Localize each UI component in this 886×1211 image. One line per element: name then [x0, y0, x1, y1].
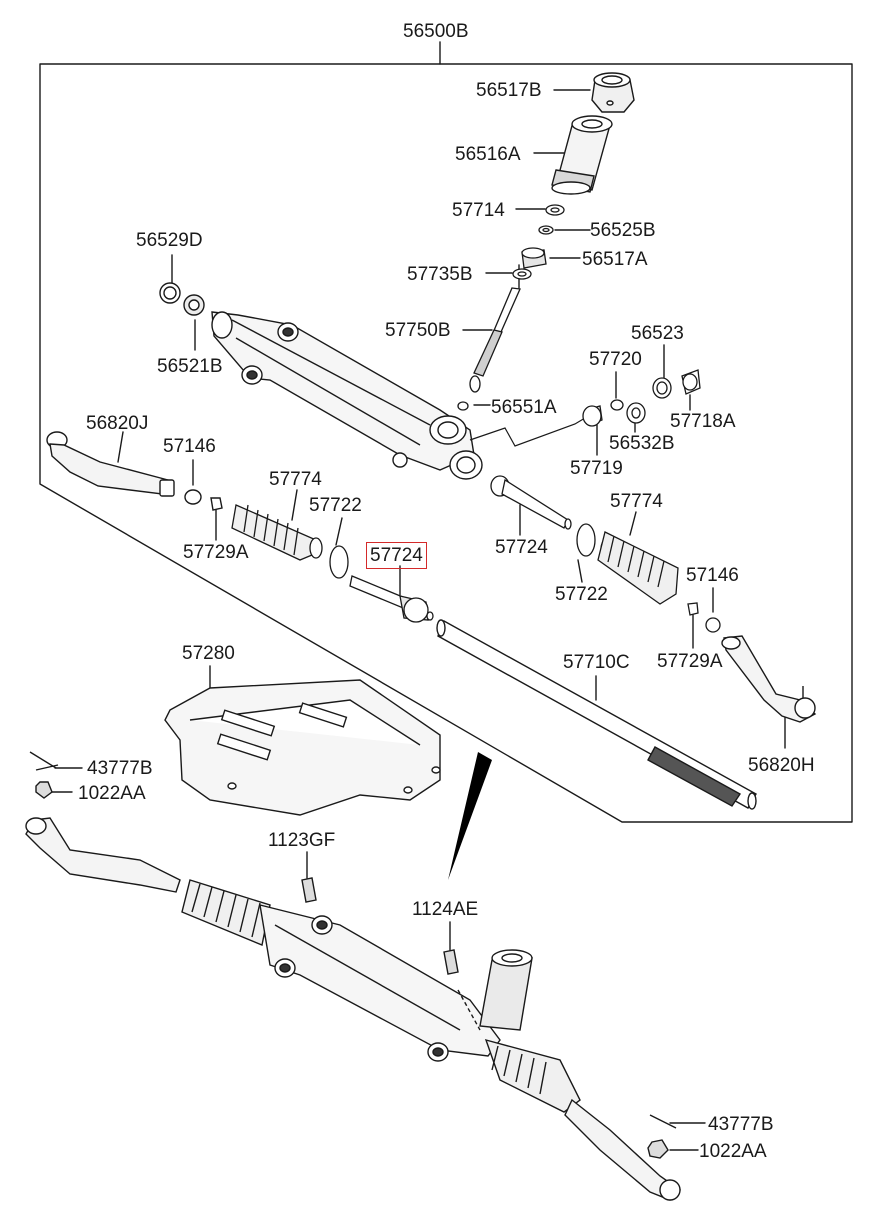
label-clip-right[interactable]: 57729A [657, 651, 723, 672]
right-fasteners-drawing [687, 602, 721, 633]
label-castle-nut-left[interactable]: 1022AA [78, 783, 146, 804]
label-washer-57735b[interactable]: 57735B [407, 264, 473, 285]
label-support-57719[interactable]: 57719 [570, 458, 623, 479]
view-marker [448, 752, 492, 880]
heat-shield-drawing [164, 679, 441, 816]
label-pin-right[interactable]: 43777B [708, 1114, 774, 1135]
rack-bar-drawing [436, 619, 757, 810]
label-ring-56529d[interactable]: 56529D [136, 230, 203, 251]
boot-left-drawing [231, 504, 349, 579]
rack-housing-upper-drawing [159, 282, 483, 480]
label-bolt-1124ae[interactable]: 1124AE [412, 899, 479, 920]
label-boot-right[interactable]: 57774 [610, 491, 663, 512]
label-band-right[interactable]: 57722 [555, 584, 608, 605]
label-inner-rod-left-highlighted[interactable]: 57724 [366, 542, 427, 569]
boot-right-drawing [576, 523, 679, 605]
label-tie-end-left[interactable]: 56820J [86, 413, 149, 434]
small-seals-drawing [512, 204, 565, 280]
label-seal-57714[interactable]: 57714 [452, 200, 505, 221]
label-bolt-1123gf[interactable]: 1123GF [268, 830, 336, 851]
label-nut-56551a[interactable]: 56551A [491, 397, 557, 418]
label-clip-left[interactable]: 57729A [183, 542, 249, 563]
assembled-rack-drawing [25, 751, 682, 1201]
label-nut-right[interactable]: 57146 [686, 565, 739, 586]
label-rack-bar[interactable]: 57710C [563, 652, 630, 673]
label-pinion-housing[interactable]: 56516A [455, 144, 521, 165]
tie-end-left-drawing [46, 431, 223, 511]
label-pinion-shaft[interactable]: 57750B [385, 320, 451, 341]
label-yoke-56523[interactable]: 56523 [631, 323, 684, 344]
label-plug-57718a[interactable]: 57718A [670, 411, 736, 432]
label-ring-56525b[interactable]: 56525B [590, 220, 656, 241]
label-pin-left[interactable]: 43777B [87, 758, 153, 779]
label-yoke-56532b[interactable]: 56532B [609, 433, 675, 454]
inner-rod-right-drawing [490, 475, 572, 530]
label-castle-nut-right[interactable]: 1022AA [699, 1141, 767, 1162]
label-bushing-56521b[interactable]: 56521B [157, 356, 223, 377]
inner-rod-left-drawing [349, 575, 434, 623]
pinion-shaft-drawing [457, 287, 521, 411]
assembly-frame [39, 63, 853, 823]
bushing-cap-drawing [591, 72, 635, 113]
label-spring-57720[interactable]: 57720 [589, 349, 642, 370]
label-heat-shield[interactable]: 57280 [182, 643, 235, 664]
label-inner-rod-right[interactable]: 57724 [495, 537, 548, 558]
label-tie-end-right[interactable]: 56820H [748, 755, 815, 776]
label-band-left[interactable]: 57722 [309, 495, 362, 516]
label-bearing-56517a[interactable]: 56517A [582, 249, 648, 270]
label-nut-left[interactable]: 57146 [163, 436, 216, 457]
tie-end-right-drawing [721, 635, 817, 723]
label-bushing-cap[interactable]: 56517B [476, 80, 542, 101]
connector-dashed [469, 417, 586, 447]
pinion-housing-drawing [551, 115, 613, 195]
yoke-parts-drawing [582, 369, 701, 427]
label-boot-left[interactable]: 57774 [269, 469, 322, 490]
label-assembly[interactable]: 56500B [403, 21, 469, 42]
